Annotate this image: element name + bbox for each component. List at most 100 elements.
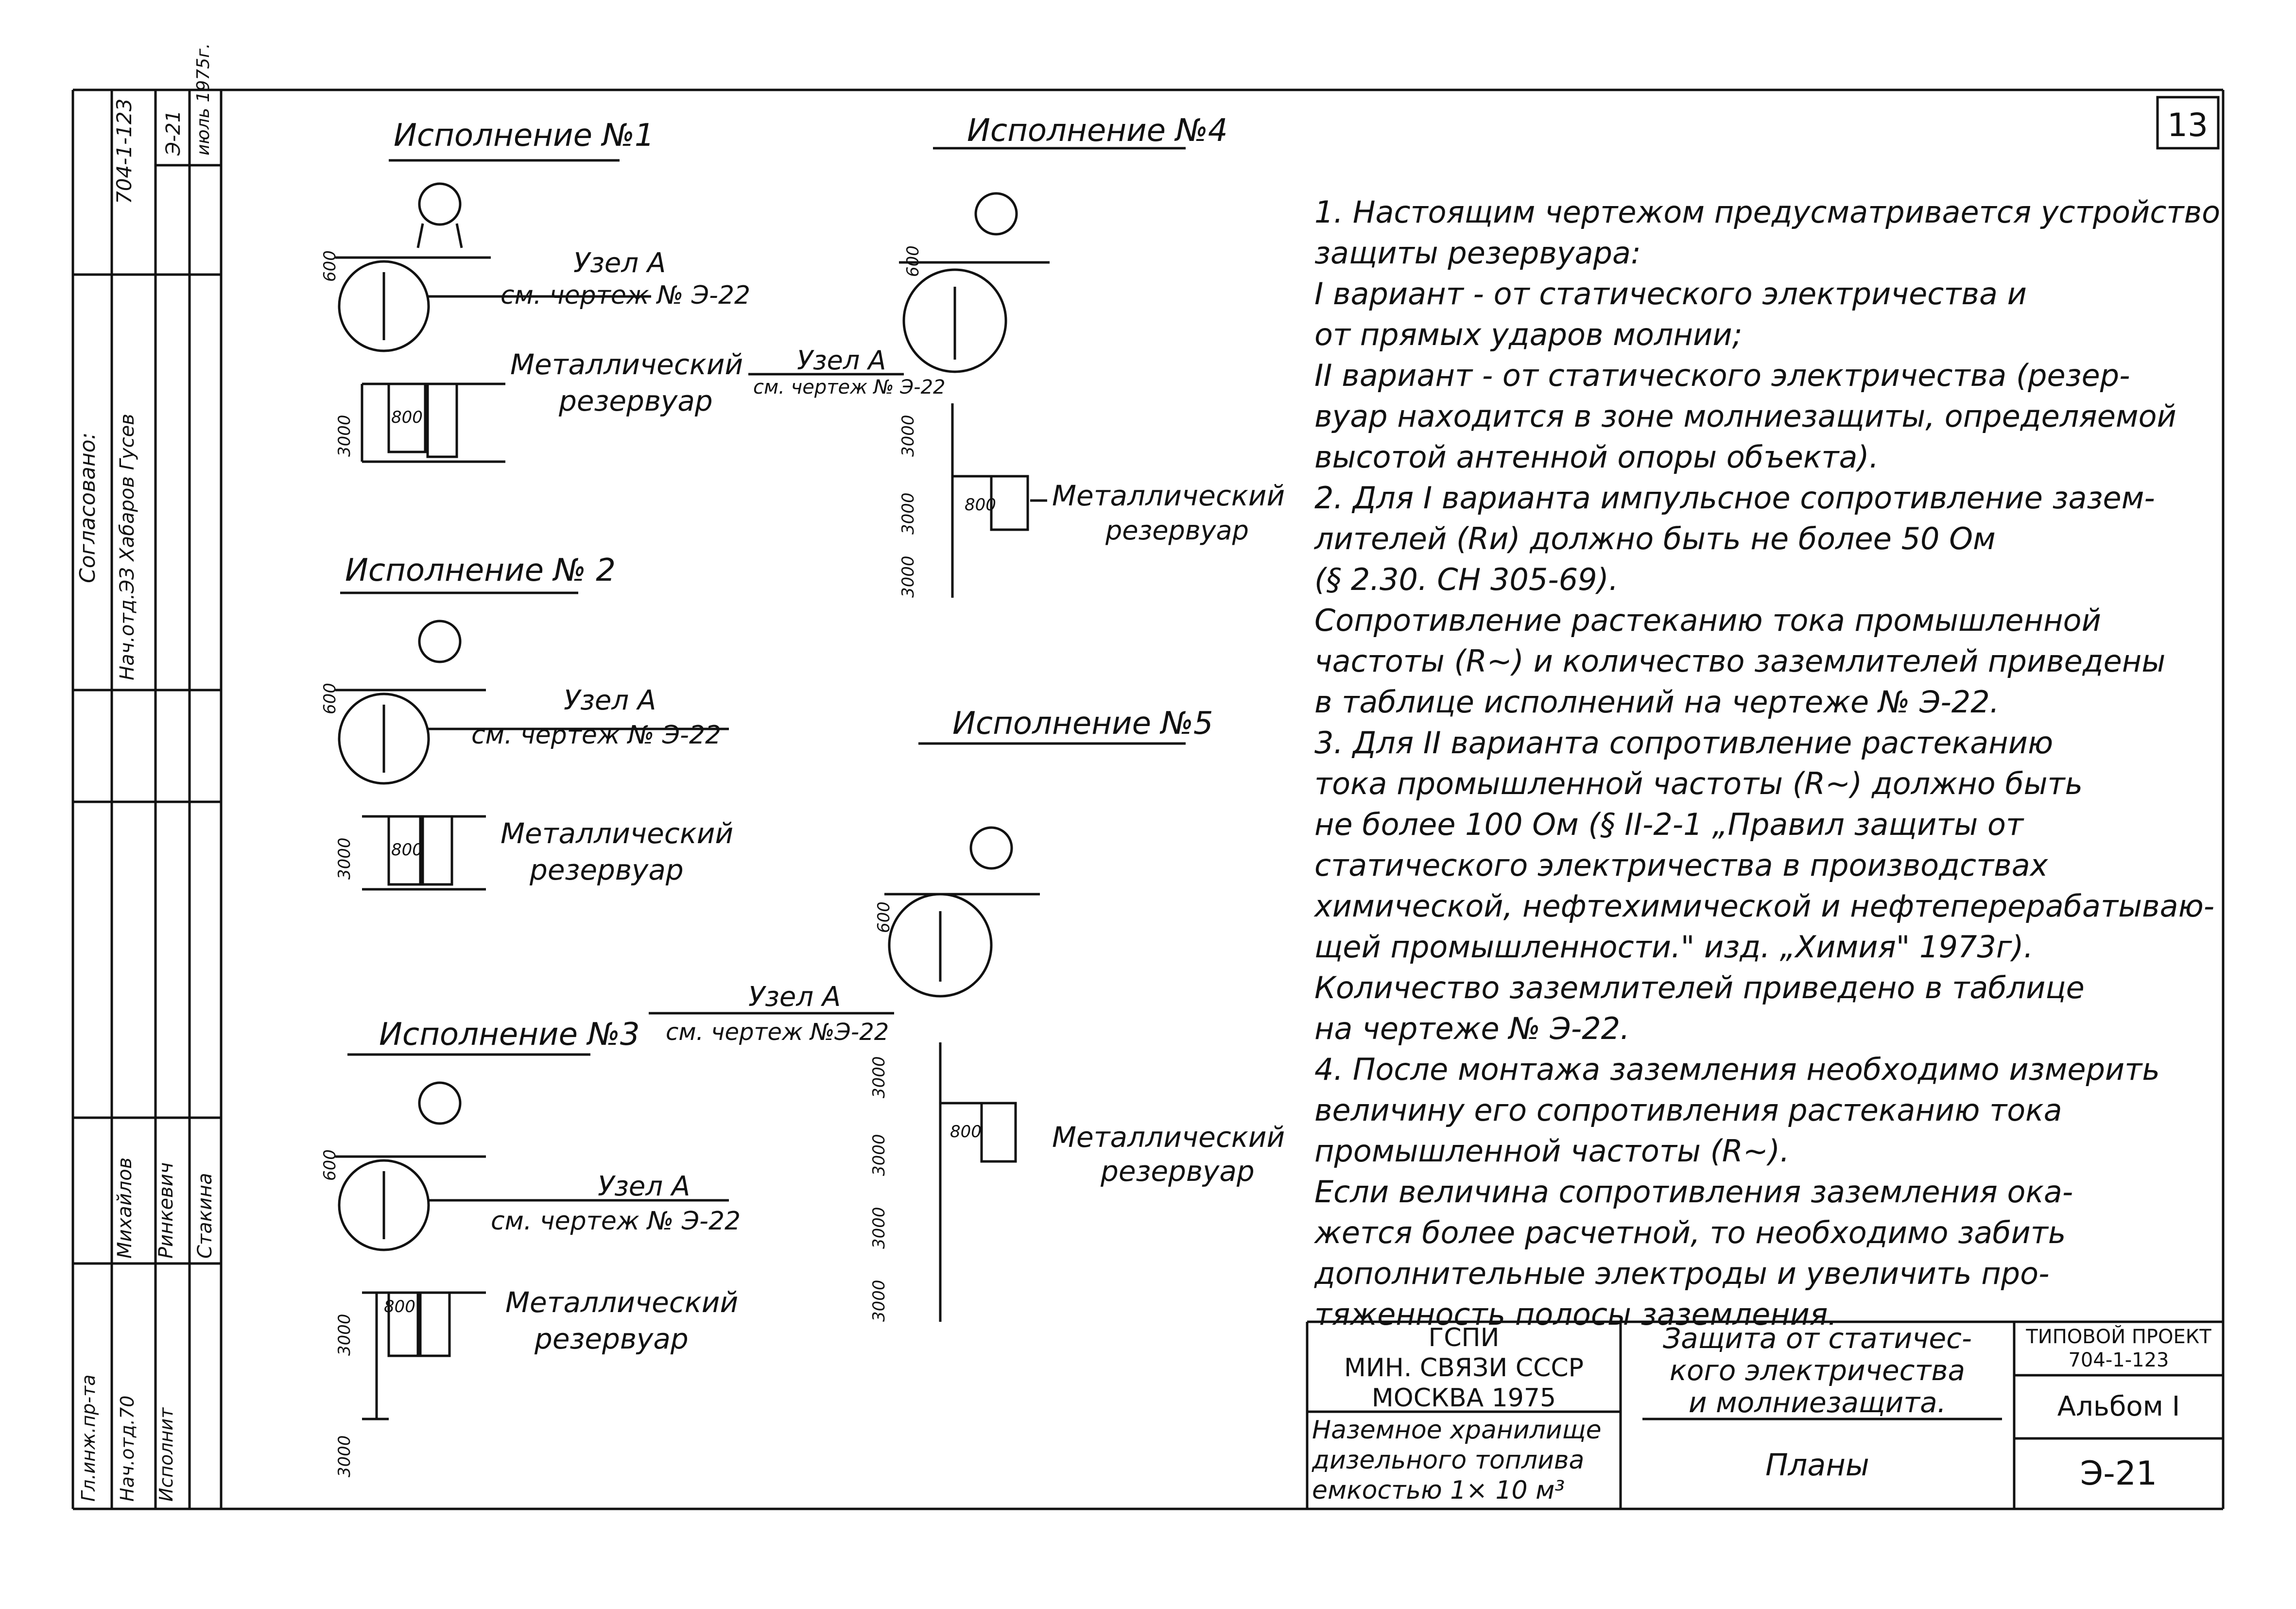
- variant-2-dim-1: 600: [320, 683, 340, 714]
- variant-1-dim-2: 3000: [335, 415, 354, 457]
- object-line-2: дизельного топлива: [1312, 1446, 1585, 1475]
- variant-4-node-label: Узел А: [797, 345, 886, 376]
- note-line: на чертеже № Э-22.: [1314, 1011, 1630, 1046]
- stamp-name-2: Ринкевич: [155, 1162, 177, 1259]
- variant-2-node-label: Узел А: [564, 685, 656, 716]
- stamp-role-3: Исполнит: [155, 1407, 177, 1502]
- note-line: Если величина сопротивления заземления о…: [1314, 1174, 2073, 1210]
- stamp-agreed-by: Нач.отд.ЭЗ Хабаров Гусев: [116, 414, 138, 680]
- org-line-2: МИН. СВЯЗИ СССР: [1344, 1353, 1584, 1383]
- note-line: лителей (Rи) должно быть не более 50 Ом: [1314, 521, 1996, 556]
- variant-4-dim-4: 3000: [898, 555, 918, 598]
- stamp-name-3: Стакина: [194, 1173, 216, 1259]
- variant-3-dim-3: 3000: [335, 1435, 354, 1477]
- variant-4-dim-5: 800: [965, 495, 996, 515]
- title-block-subtitle: Планы: [1765, 1447, 1869, 1483]
- variant-5-dim-2: 3000: [869, 1056, 889, 1098]
- note-line: высотой антенной опоры объекта).: [1314, 439, 1879, 475]
- variant-5-dim-3: 3000: [869, 1134, 889, 1176]
- variant-4-tank-label-1: Металлический: [1052, 479, 1285, 512]
- variant-2-title: Исполнение № 2: [345, 553, 616, 588]
- note-line: величину его сопротивления растеканию то…: [1314, 1092, 2062, 1128]
- note-line: 3. Для II варианта сопротивление растека…: [1314, 725, 2054, 761]
- stamp-sheet: Э-21: [162, 110, 185, 156]
- project-label: ТИПОВОЙ ПРОЕКТ: [2026, 1326, 2211, 1348]
- variant-4-tank-label-2: резервуар: [1105, 515, 1249, 546]
- stamp-project: 704-1-123: [112, 99, 136, 204]
- variant-4-drawing: [748, 147, 1186, 598]
- note-line: в таблице исполнений на чертеже № Э-22.: [1314, 684, 2000, 720]
- title-block-album: Альбом I: [2057, 1391, 2180, 1422]
- stamp-date: июль 1975г.: [193, 43, 213, 156]
- note-line: статического электричества в производств…: [1314, 848, 2048, 883]
- variant-1-node-label: Узел А: [573, 247, 666, 279]
- variant-1-dim-3: 800: [391, 408, 423, 427]
- note-line: не более 100 Ом (§ II-2-1 „Правил защиты…: [1314, 807, 2024, 842]
- title-block-sheet: Э-21: [2080, 1454, 2158, 1493]
- variant-5-tank-label-1: Металлический: [1052, 1121, 1285, 1154]
- variant-2-dim-2: 3000: [335, 837, 354, 880]
- note-line: Сопротивление растеканию тока промышленн…: [1314, 603, 2101, 638]
- variant-5-dim-6: 800: [950, 1122, 982, 1142]
- note-line: тяженность полосы заземления.: [1314, 1297, 1838, 1332]
- note-line: жется более расчетной, то необходимо заб…: [1314, 1215, 2066, 1250]
- variant-1-tank-label-2: резервуар: [558, 384, 713, 417]
- note-line: химической, нефтехимической и нефтеперер…: [1314, 888, 2215, 924]
- project-number: 704-1-123: [2068, 1349, 2169, 1371]
- note-line: частоты (R~) и количество заземлителей п…: [1314, 643, 2166, 679]
- org-line-3: МОСКВА 1975: [1371, 1384, 1556, 1413]
- variant-3-dim-1: 600: [320, 1149, 340, 1181]
- note-line: щей промышленности." изд. „Химия" 1973г)…: [1314, 929, 2034, 965]
- object-line-3: емкостью 1× 10 м³: [1312, 1476, 1565, 1505]
- note-line: 1. Настоящим чертежом предусматривается …: [1314, 194, 2220, 230]
- note-line: промышленной частоты (R~).: [1314, 1133, 1790, 1169]
- note-line: вуар находится в зоне молниезащиты, опре…: [1314, 398, 2176, 434]
- title-line-2: кого электричества: [1669, 1354, 1966, 1387]
- title-block-organization: ГСПИ МИН. СВЯЗИ СССР МОСКВА 1975: [1312, 1323, 1616, 1413]
- org-line-1: ГСПИ: [1428, 1323, 1500, 1352]
- variant-1-tank-label-1: Металлический: [510, 348, 743, 381]
- variant-4-title: Исполнение №4: [967, 113, 1228, 149]
- notes-block: 1. Настоящим чертежом предусматривается …: [1314, 192, 2220, 1335]
- page-number: 13: [2167, 106, 2208, 144]
- variant-1-title: Исполнение №1: [394, 118, 655, 154]
- variant-4-dim-2: 3000: [898, 415, 918, 457]
- title-line-3: и молниезащита.: [1688, 1386, 1947, 1419]
- note-line: защиты резервуара:: [1314, 235, 1641, 271]
- note-line: тока промышленной частоты (R~) должно бы…: [1314, 766, 2083, 801]
- variant-3-node-label: Узел А: [598, 1171, 690, 1202]
- variant-5-dim-4: 3000: [869, 1207, 889, 1249]
- variant-5-node-ref: см. чертеж №Э-22: [666, 1019, 889, 1046]
- note-line: (§ 2.30. СН 305-69).: [1314, 562, 1619, 597]
- variant-5-dim-1: 600: [874, 901, 894, 933]
- variant-3-node-ref: см. чертеж № Э-22: [491, 1207, 741, 1236]
- variant-3-title: Исполнение №3: [379, 1017, 640, 1053]
- variant-5-title: Исполнение №5: [952, 706, 1213, 742]
- variant-3-tank-label-2: резервуар: [534, 1322, 689, 1355]
- variant-3-drawing: [335, 1053, 729, 1420]
- variant-5-dim-5: 3000: [869, 1280, 889, 1322]
- variant-4-dim-3: 3000: [898, 492, 918, 535]
- variant-3-dim-2: 3000: [335, 1314, 354, 1356]
- note-line: 4. После монтажа заземления необходимо и…: [1314, 1052, 2160, 1087]
- variant-2-node-ref: см. чертеж № Э-22: [471, 721, 721, 750]
- variant-2-dim-3: 800: [391, 840, 423, 860]
- variant-5-node-label: Узел А: [748, 981, 841, 1013]
- title-block-object: Наземное хранилище дизельного топлива ем…: [1312, 1414, 1616, 1506]
- stamp-role-2: Нач.отд.70: [117, 1396, 138, 1502]
- variant-2-tank-label-2: резервуар: [529, 853, 684, 886]
- variant-2-tank-label-1: Металлический: [501, 817, 733, 850]
- variant-4-node-ref: см. чертеж № Э-22: [753, 376, 945, 398]
- variant-3-dim-4: 800: [384, 1297, 415, 1316]
- variant-4-dim-1: 600: [903, 245, 923, 277]
- note-line: II вариант - от статического электричест…: [1314, 358, 2130, 393]
- stamp-agreed-label: Согласовано:: [75, 433, 100, 583]
- variant-5-drawing: [649, 742, 1186, 1322]
- variant-1-drawing: [335, 159, 651, 463]
- object-line-1: Наземное хранилище: [1312, 1416, 1602, 1445]
- note-line: Количество заземлителей приведено в табл…: [1314, 970, 2085, 1005]
- title-block-project: ТИПОВОЙ ПРОЕКТ 704-1-123: [2017, 1324, 2221, 1373]
- variant-1-node-ref: см. чертеж № Э-22: [501, 281, 750, 310]
- stamp-role-1: Гл.инж.пр-та: [78, 1375, 99, 1502]
